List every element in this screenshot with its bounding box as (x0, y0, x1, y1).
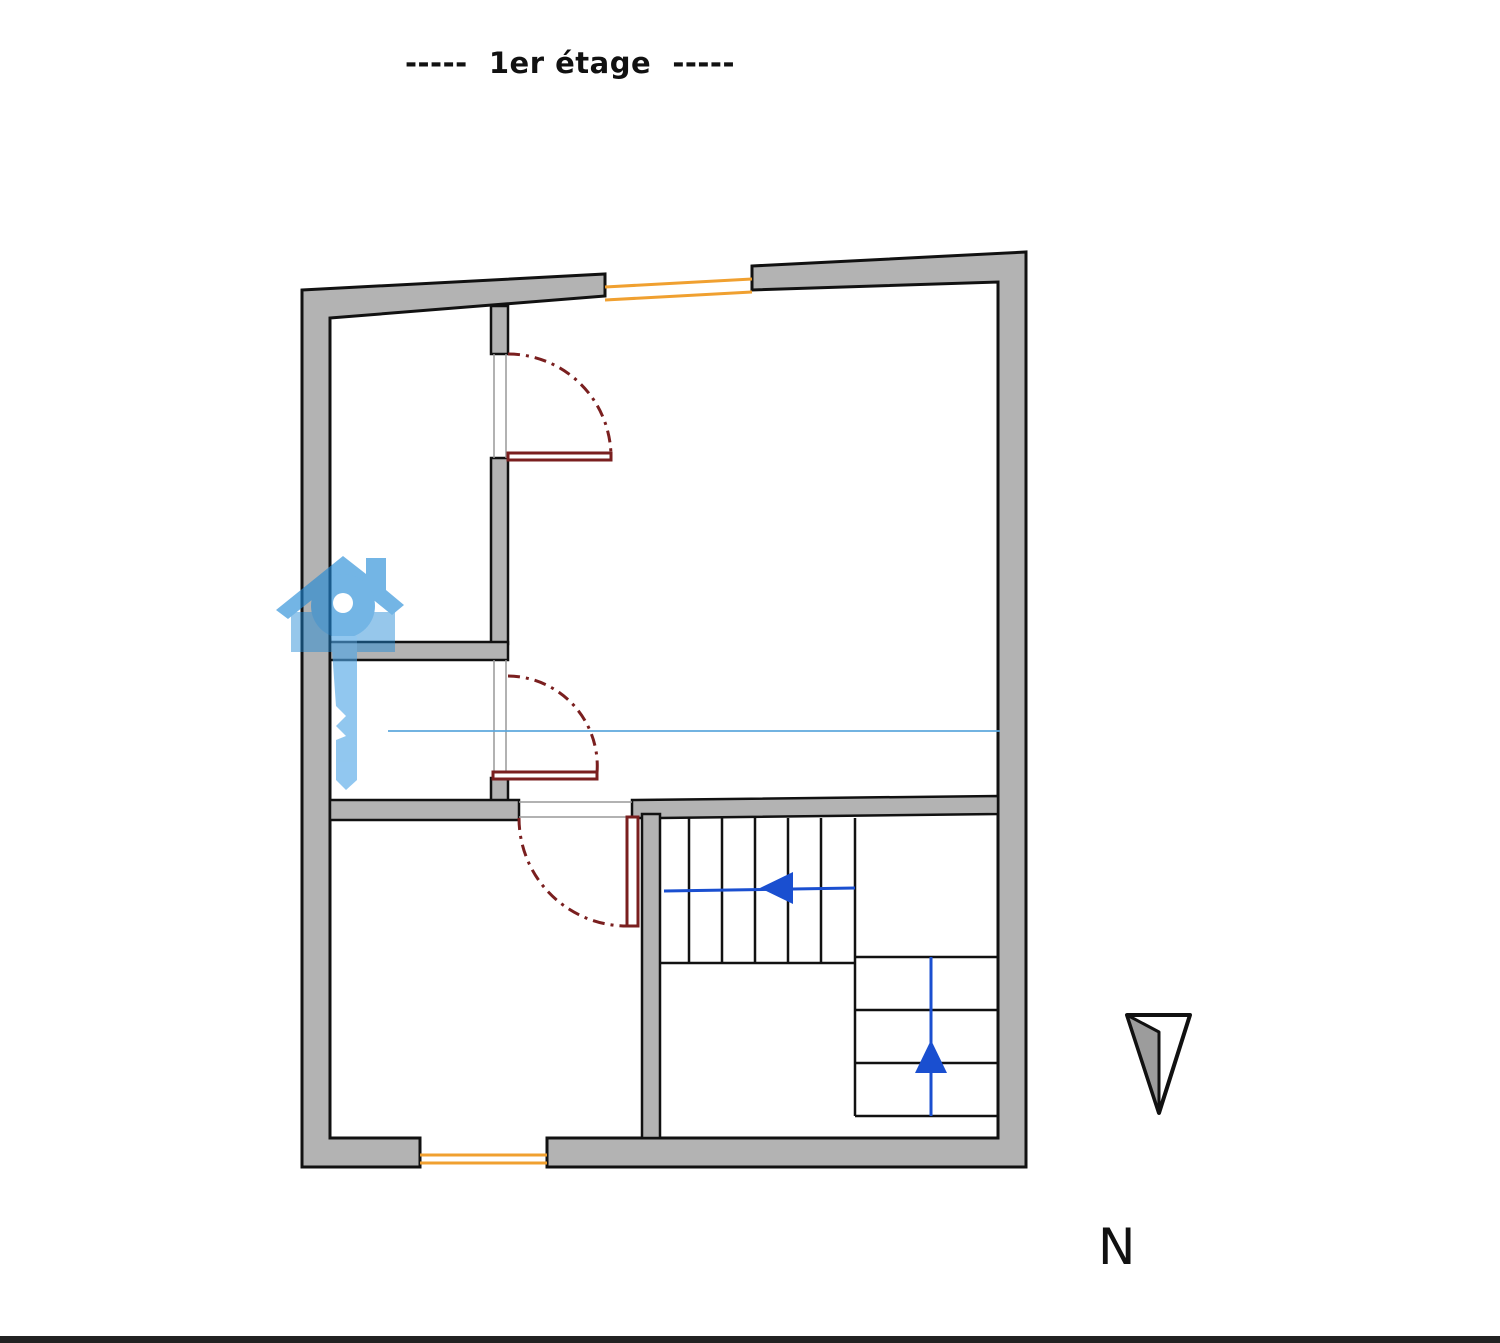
exterior-wall (300, 272, 607, 1169)
door-leaf (491, 770, 599, 781)
partition-wall (328, 640, 510, 662)
exterior-wall (545, 250, 1028, 1169)
door-swing-arc (517, 817, 628, 928)
north-arrow-icon (1125, 1013, 1192, 1115)
compass-label: N (1098, 1218, 1136, 1276)
interior-walls (328, 304, 1000, 1140)
partition-wall (328, 798, 521, 822)
door-openings (493, 354, 632, 818)
door-leaf (506, 451, 613, 462)
partition-wall (489, 776, 510, 804)
window-top (604, 277, 753, 302)
staircase (660, 818, 998, 1118)
partition-wall (489, 456, 510, 646)
floor-title: ----- 1er étage ----- (404, 46, 736, 80)
stair-direction-arrows (663, 872, 947, 1116)
partition-wall (640, 812, 662, 1140)
door-swing-arc (507, 352, 613, 458)
bottom-border (0, 1336, 1500, 1343)
door-leaf (625, 815, 640, 928)
window-bottom (420, 1153, 547, 1165)
house-key-logo-icon (276, 556, 404, 790)
doors (491, 352, 640, 928)
door-swing-arc (507, 674, 599, 774)
windows (420, 277, 753, 1165)
stair-arrow-up-icon (915, 1040, 947, 1073)
partition-wall (489, 304, 510, 356)
outer-walls (300, 250, 1028, 1169)
partition-wall (630, 794, 1000, 820)
stair-arrow-line (663, 886, 856, 893)
stair-treads (687, 818, 998, 1065)
stair-arrow-left-icon (760, 872, 793, 904)
